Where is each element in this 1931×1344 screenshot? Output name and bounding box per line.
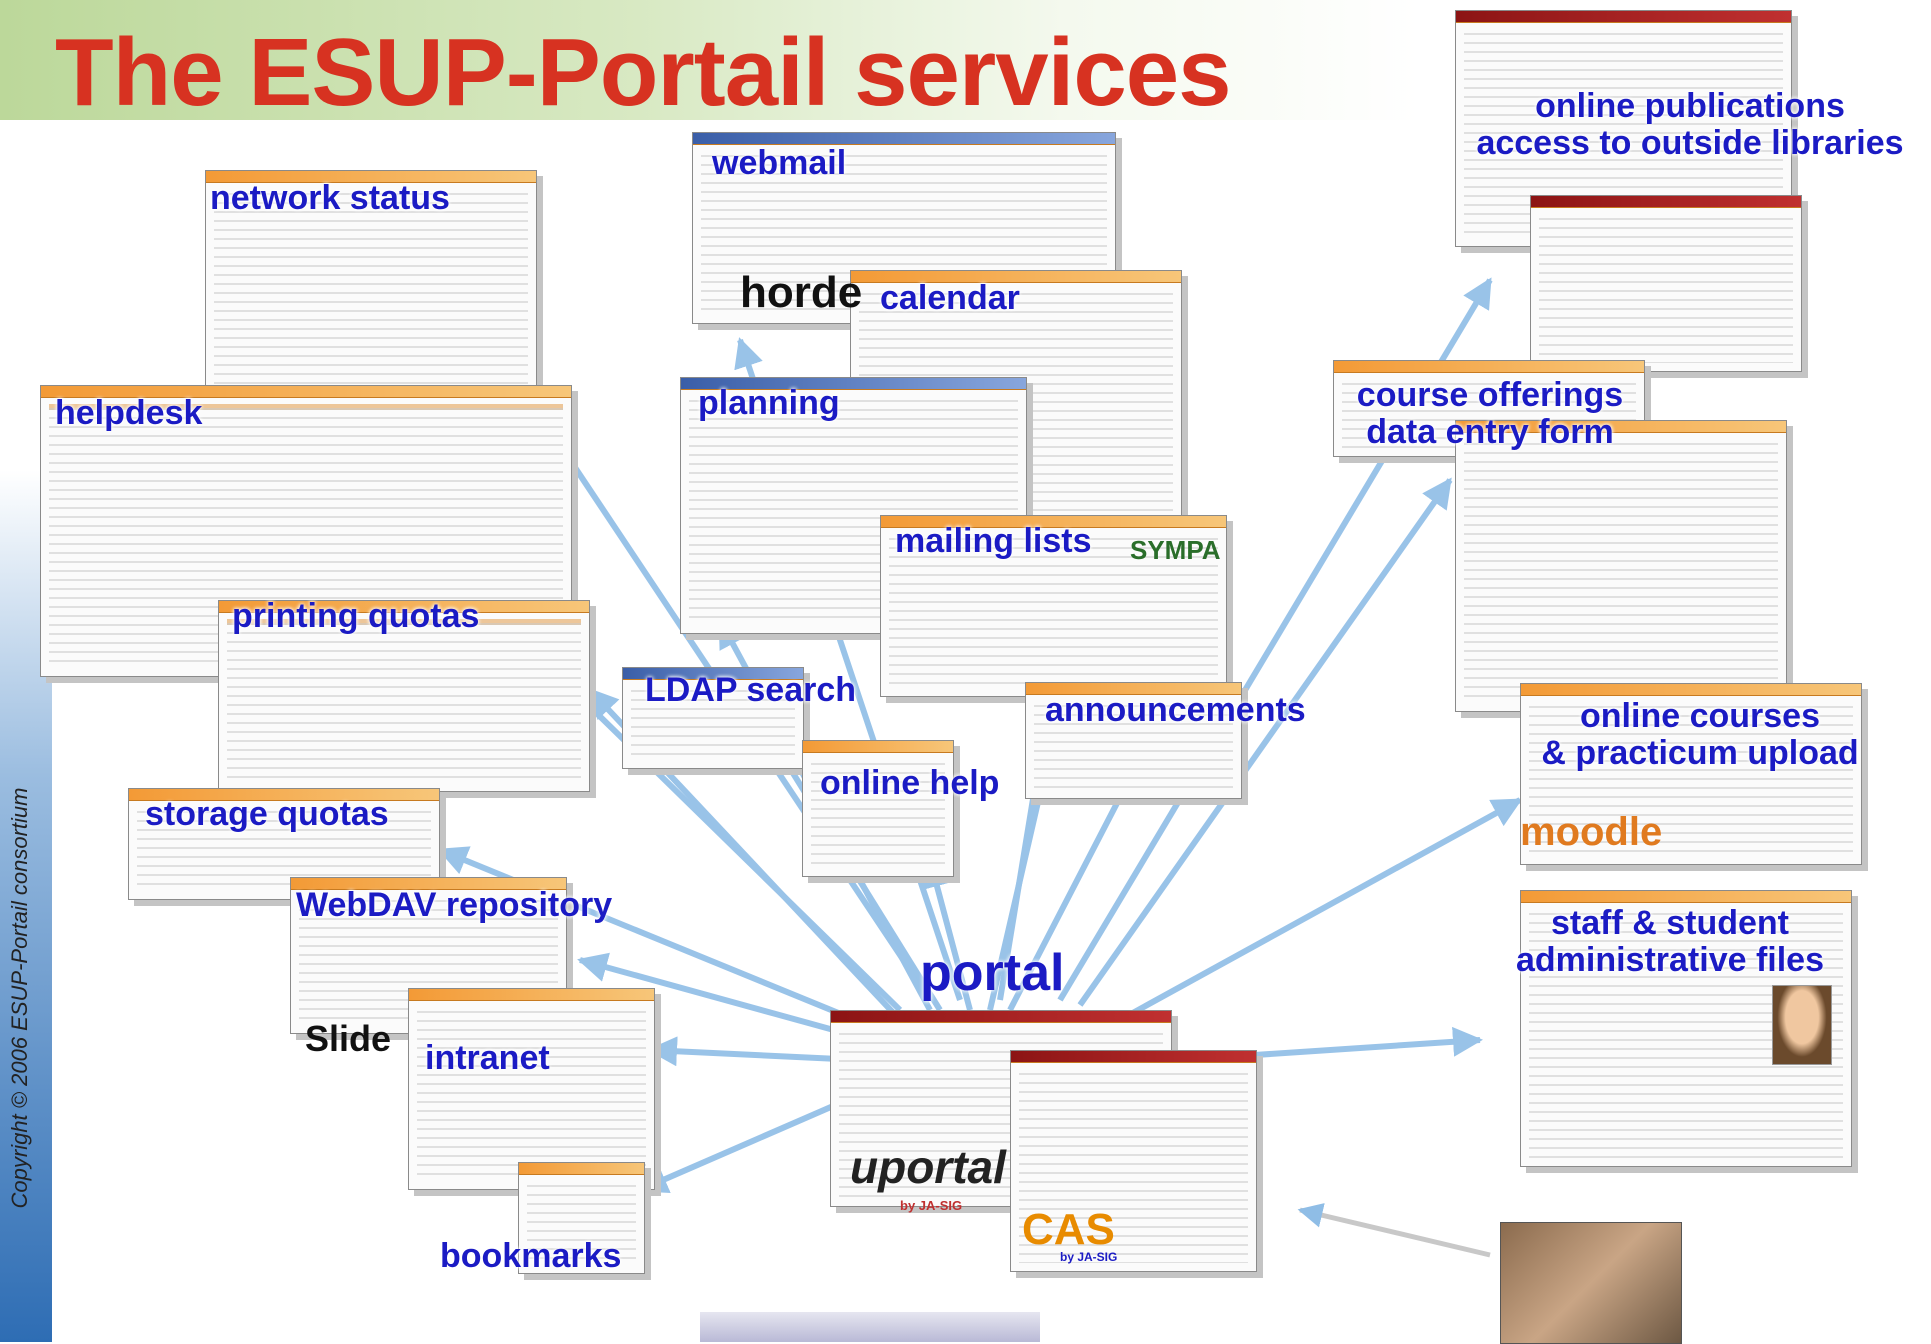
label-course-offerings-line1: course offerings — [1356, 376, 1624, 414]
label-calendar: calendar — [880, 279, 1020, 317]
label-online-courses-line2: & practicum upload — [1541, 734, 1859, 773]
label-announcements: announcements — [1045, 691, 1306, 729]
announcements-screenshot — [1025, 682, 1242, 799]
label-online-publications-line1: online publications — [1535, 87, 1845, 125]
uportal-logo: uportal — [850, 1141, 1006, 1193]
title-banner — [0, 0, 1420, 120]
sympa-logo: SYMPA — [1130, 535, 1221, 565]
cas-screenshot — [1010, 1050, 1257, 1272]
label-admin-files-line1: staff & student — [1551, 904, 1789, 942]
label-course-offerings-line2: data entry form — [1366, 413, 1614, 452]
label-bookmarks: bookmarks — [440, 1237, 622, 1275]
label-admin-files: staff & student administrative files — [1490, 904, 1850, 980]
label-printing-quotas: printing quotas — [232, 597, 480, 635]
label-planning: planning — [698, 384, 840, 422]
uportal-by-logo: by JA-SIG — [900, 1198, 963, 1213]
label-network-status: network status — [210, 179, 450, 217]
bookmarks-screenshot — [518, 1162, 645, 1274]
label-online-courses: online courses & practicum upload — [1530, 697, 1870, 773]
label-portal: portal — [920, 944, 1065, 1002]
city-image — [700, 1312, 1040, 1342]
horde-logo: horde — [740, 268, 863, 317]
online-help-screenshot — [802, 740, 954, 877]
cas-by-logo: by JA-SIG — [1060, 1250, 1118, 1264]
libraries-screenshot — [1530, 195, 1802, 372]
storage-quotas-screenshot — [128, 788, 440, 900]
label-intranet: intranet — [425, 1039, 550, 1077]
slide-logo: Slide — [305, 1018, 392, 1059]
arrow-from-users — [1297, 1203, 1491, 1258]
mailing-lists-screenshot — [880, 515, 1227, 697]
cas-logo: CAS — [1022, 1205, 1115, 1254]
label-online-courses-line1: online courses — [1580, 697, 1820, 735]
label-admin-files-line2: administrative files — [1515, 941, 1824, 980]
printing-quotas-screenshot — [218, 600, 590, 792]
label-mailing-lists: mailing lists — [895, 522, 1092, 560]
arrow-to-online-help — [922, 857, 973, 1011]
intranet-screenshot — [408, 988, 655, 1190]
label-online-publications: online publications access to outside li… — [1460, 87, 1920, 163]
ldap-search-screenshot — [622, 667, 804, 769]
moodle-logo: moodle — [1520, 810, 1663, 854]
arrow-to-online-courses — [1118, 797, 1523, 1023]
arrow-to-webdav — [577, 952, 871, 1043]
label-webmail: webmail — [712, 144, 847, 182]
label-online-publications-line2: access to outside libraries — [1476, 124, 1904, 163]
planning-screenshot — [680, 377, 1027, 634]
label-storage-quotas: storage quotas — [145, 795, 389, 833]
student-id-photo — [1772, 985, 1832, 1065]
label-ldap-search: LDAP search — [645, 671, 857, 709]
data-entry-form-screenshot — [1455, 420, 1787, 712]
label-webdav: WebDAV repository — [296, 886, 613, 924]
page-title: The ESUP-Portail services — [55, 19, 1232, 126]
arrow-to-intranet — [647, 1036, 861, 1067]
online-courses-screenshot — [1520, 683, 1862, 865]
label-helpdesk: helpdesk — [55, 394, 203, 432]
arrow-to-course-offerings — [1077, 477, 1453, 1007]
label-online-help: online help — [820, 764, 1000, 802]
label-course-offerings: course offerings data entry form — [1330, 376, 1650, 452]
helpdesk-screenshot — [40, 385, 572, 677]
users-photo — [1500, 1222, 1682, 1344]
